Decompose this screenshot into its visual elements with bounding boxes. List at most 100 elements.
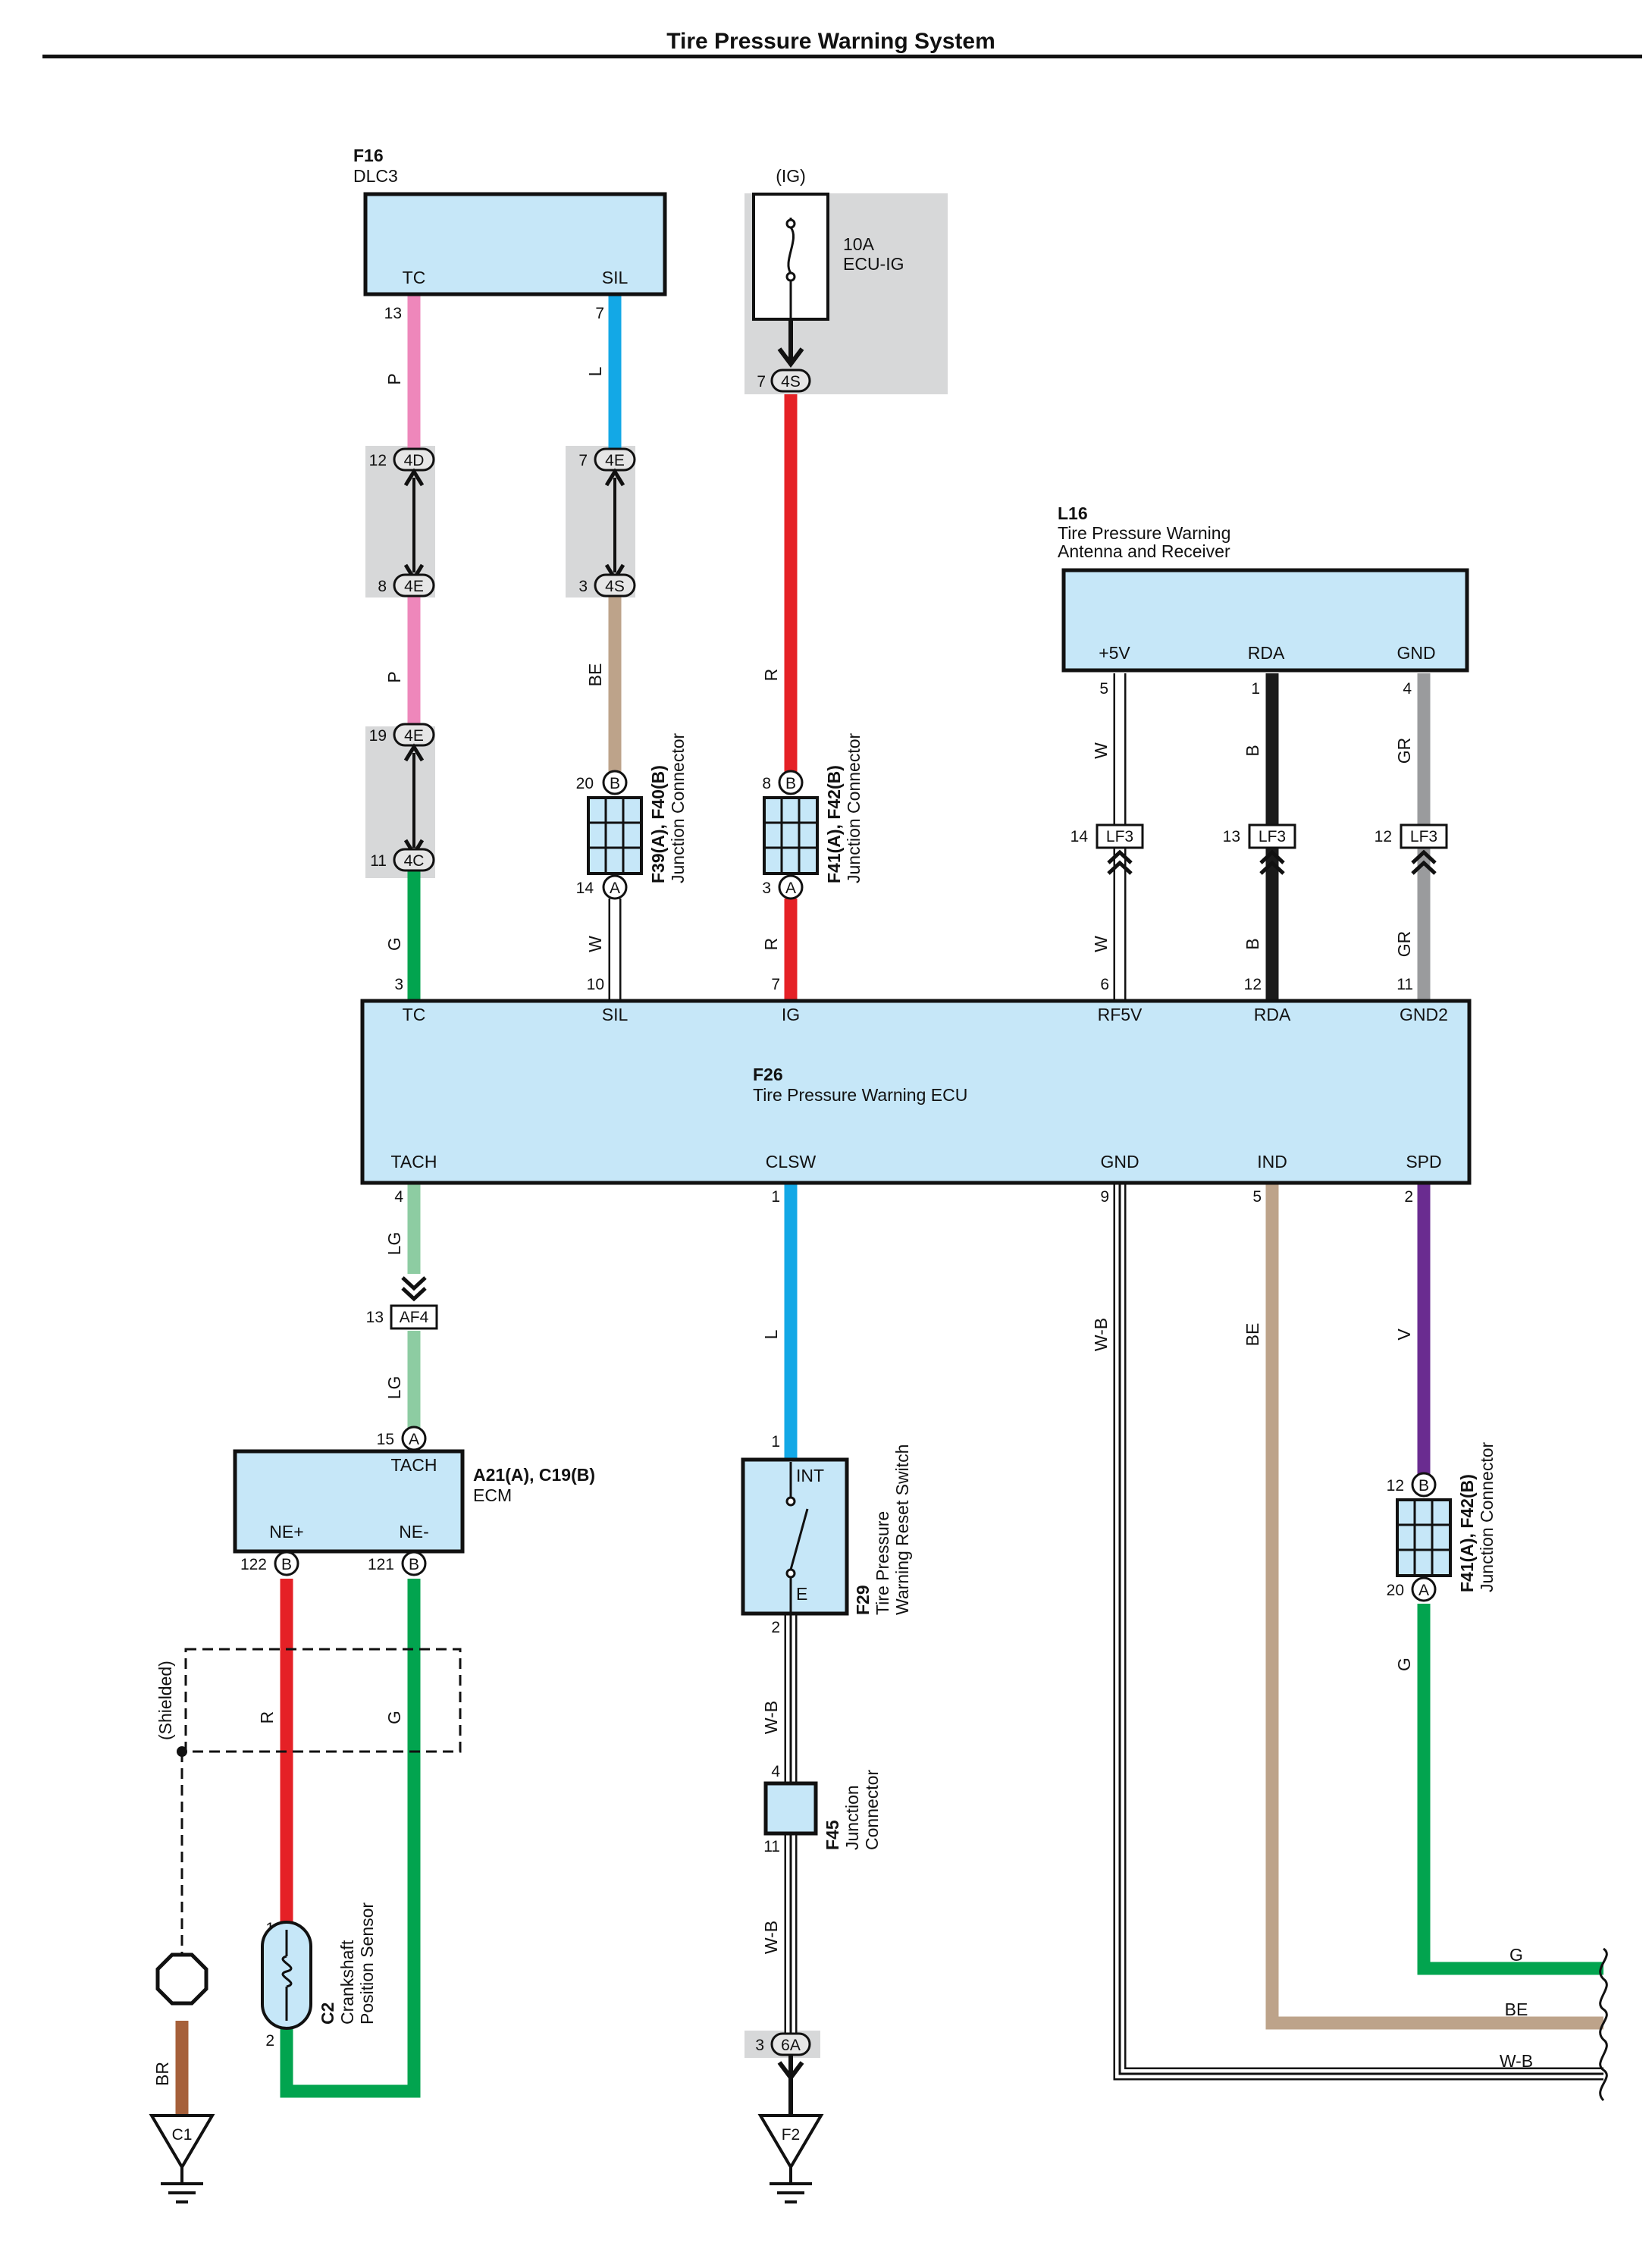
svg-text:GR: GR <box>1394 931 1414 958</box>
pin-19-4e: 19 <box>369 727 387 745</box>
wire-spd-g <box>1417 1604 1603 1975</box>
svg-text:L: L <box>585 366 605 376</box>
jc-f41-f42-ig: B 8 A 3 F41(A), F42(B) Junction Connecto… <box>762 732 864 900</box>
fuse-amp: 10A <box>843 234 875 254</box>
svg-text:12: 12 <box>1387 1477 1404 1495</box>
ecu-pin-tc: TC <box>403 1005 426 1024</box>
ecu-pin-sil: SIL <box>602 1005 629 1024</box>
l16-pin-rda: RDA <box>1248 643 1285 663</box>
svg-text:F2: F2 <box>782 2126 801 2144</box>
pin-14: 14 <box>576 880 594 897</box>
svg-text:11: 11 <box>763 1838 780 1855</box>
f29-box <box>741 1457 849 1616</box>
f45-name2: Connector <box>862 1770 882 1850</box>
f45-junction: 4 11 F45 Junction Connector <box>763 1763 882 1855</box>
f26-id: F26 <box>753 1065 783 1084</box>
svg-text:13: 13 <box>1223 828 1240 845</box>
sil-splices: 4E 7 4S 3 <box>578 447 636 598</box>
svg-text:B: B <box>785 775 796 792</box>
pin-12-4d: 12 <box>369 452 387 469</box>
lf3-arrow-icon-2 <box>1259 849 1285 875</box>
l16-id: L16 <box>1058 503 1088 523</box>
jc1-id: F39(A), F40(B) <box>648 765 668 883</box>
svg-text:R: R <box>761 669 781 682</box>
pin-20: 20 <box>576 775 594 792</box>
ground-c1: C1 <box>149 2114 215 2203</box>
c2-id: C2 <box>318 2003 337 2025</box>
ecu-pin-ind: IND <box>1257 1152 1287 1171</box>
f45-id: F45 <box>823 1820 842 1850</box>
coil-icon <box>281 1955 293 1988</box>
ecu-pin-spd: SPD <box>1406 1152 1441 1171</box>
f16-pinnum-7: 7 <box>595 305 604 322</box>
svg-text:3: 3 <box>755 2037 764 2054</box>
f29-id: F29 <box>853 1585 873 1615</box>
lf3-arrow-icon-3 <box>1411 849 1437 875</box>
svg-text:W: W <box>1091 742 1111 759</box>
c2-name2: Position Sensor <box>357 1902 377 2025</box>
wire-gnd-wb <box>1113 1181 1603 2081</box>
svg-text:9: 9 <box>1100 1188 1109 1206</box>
svg-text:20: 20 <box>1387 1582 1404 1599</box>
svg-text:122: 122 <box>240 1556 267 1573</box>
svg-text:B: B <box>281 1556 292 1573</box>
f16-box <box>363 192 667 296</box>
conn-4e-a: 4E <box>404 578 424 595</box>
pin-1: 1 <box>1251 680 1260 698</box>
svg-text:P: P <box>384 373 404 384</box>
conn-4e-sil: 4E <box>605 452 625 469</box>
switch-contact-icon <box>789 1508 809 1570</box>
jc1-name: Junction Connector <box>668 732 688 883</box>
ig-label: (IG) <box>776 166 806 186</box>
ground-f2: F2 <box>757 2114 824 2203</box>
conn-4s-sil: 4S <box>605 578 625 595</box>
svg-text:G: G <box>1509 1945 1523 1965</box>
af4-arrow-icon <box>401 1276 427 1302</box>
f29-name2: Warning Reset Switch <box>892 1444 912 1615</box>
pin-8-4e: 8 <box>378 578 387 595</box>
shield-label: (Shielded) <box>155 1661 175 1740</box>
f29-switch: 1 INT E 2 F29 Tire Pressure Warning Rese… <box>741 1433 912 1636</box>
pin-5: 5 <box>1099 680 1108 698</box>
conn-4e-b: 4E <box>404 727 424 745</box>
l16-pin-gnd: GND <box>1397 643 1435 663</box>
svg-text:2: 2 <box>265 2032 274 2050</box>
conn-4s-fuse: 4S <box>781 373 801 390</box>
f29-name1: Tire Pressure <box>873 1511 892 1615</box>
svg-text:NE+: NE+ <box>269 1522 303 1542</box>
svg-text:15: 15 <box>377 1431 394 1448</box>
svg-text:BE: BE <box>1505 2000 1528 2019</box>
svg-text:2: 2 <box>771 1619 780 1636</box>
ecm: A 15 TACH NE+ NE- A21(A), C19(B) ECM B 1… <box>233 1426 595 1576</box>
svg-text:1: 1 <box>771 1433 780 1451</box>
ecu-pin-rf5v: RF5V <box>1098 1005 1143 1024</box>
svg-text:G: G <box>1394 1658 1414 1671</box>
svg-text:A: A <box>1418 1582 1429 1599</box>
svg-text:7: 7 <box>771 976 780 993</box>
wire-nem-g <box>280 1579 421 2098</box>
svg-text:12: 12 <box>1244 976 1262 993</box>
wire-color-labels: P P G L BE W R R W W B B GR GR LG LG L W… <box>152 366 1533 2086</box>
svg-text:TACH: TACH <box>391 1455 437 1475</box>
conn-4c: 4C <box>404 852 425 870</box>
svg-text:B: B <box>610 775 620 792</box>
svg-text:6: 6 <box>1100 976 1109 993</box>
svg-text:12: 12 <box>1375 828 1392 845</box>
f16-pin-tc: TC <box>403 268 426 287</box>
f26-box <box>360 999 1472 1185</box>
page-title: Tire Pressure Warning System <box>666 29 995 54</box>
svg-text:B: B <box>409 1556 419 1573</box>
fuse-arrow-icon <box>777 347 804 368</box>
shield: (Shielded) <box>155 1648 462 2006</box>
svg-text:1: 1 <box>771 1188 780 1206</box>
pin-4: 4 <box>1403 680 1412 698</box>
ecu-pin-ig: IG <box>782 1005 800 1024</box>
l16-box <box>1061 568 1469 673</box>
fuse-name: ECU-IG <box>843 254 904 274</box>
svg-text:W-B: W-B <box>1500 2051 1533 2071</box>
svg-text:4: 4 <box>394 1188 403 1206</box>
svg-text:V: V <box>1394 1328 1414 1341</box>
wire-ind-be <box>1265 1181 1603 2030</box>
pin-3: 3 <box>762 880 771 897</box>
